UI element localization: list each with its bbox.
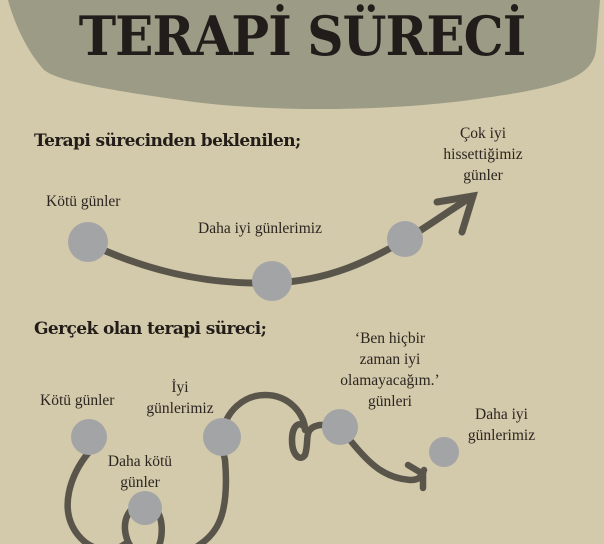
actual-bad-days-label: Kötü günler <box>40 392 115 409</box>
actual-worse-days-label: Daha kötü günler <box>107 453 173 491</box>
expected-very-good-label: Çok iyi hissettiğimiz günler <box>443 125 523 184</box>
expected-nodes <box>68 221 423 301</box>
actual-never-good-label: ‘Ben hiçbir zaman iyi olamayacağım.’ gün… <box>340 330 440 410</box>
page-title: TERAPİ SÜRECİ <box>78 4 526 68</box>
title-banner <box>8 0 600 109</box>
expected-heading: Terapi sürecinden beklenilen; <box>34 131 301 151</box>
actual-nodes <box>71 409 459 525</box>
actual-good-days-label: İyi günlerimiz <box>146 379 214 417</box>
actual-better-days-label: Daha iyi günlerimiz <box>467 406 536 444</box>
expected-better-days-label: Daha iyi günlerimiz <box>198 220 322 237</box>
expected-curve <box>84 191 478 287</box>
actual-heading: Gerçek olan terapi süreci; <box>34 319 267 339</box>
expected-bad-days-label: Kötü günler <box>46 193 121 210</box>
